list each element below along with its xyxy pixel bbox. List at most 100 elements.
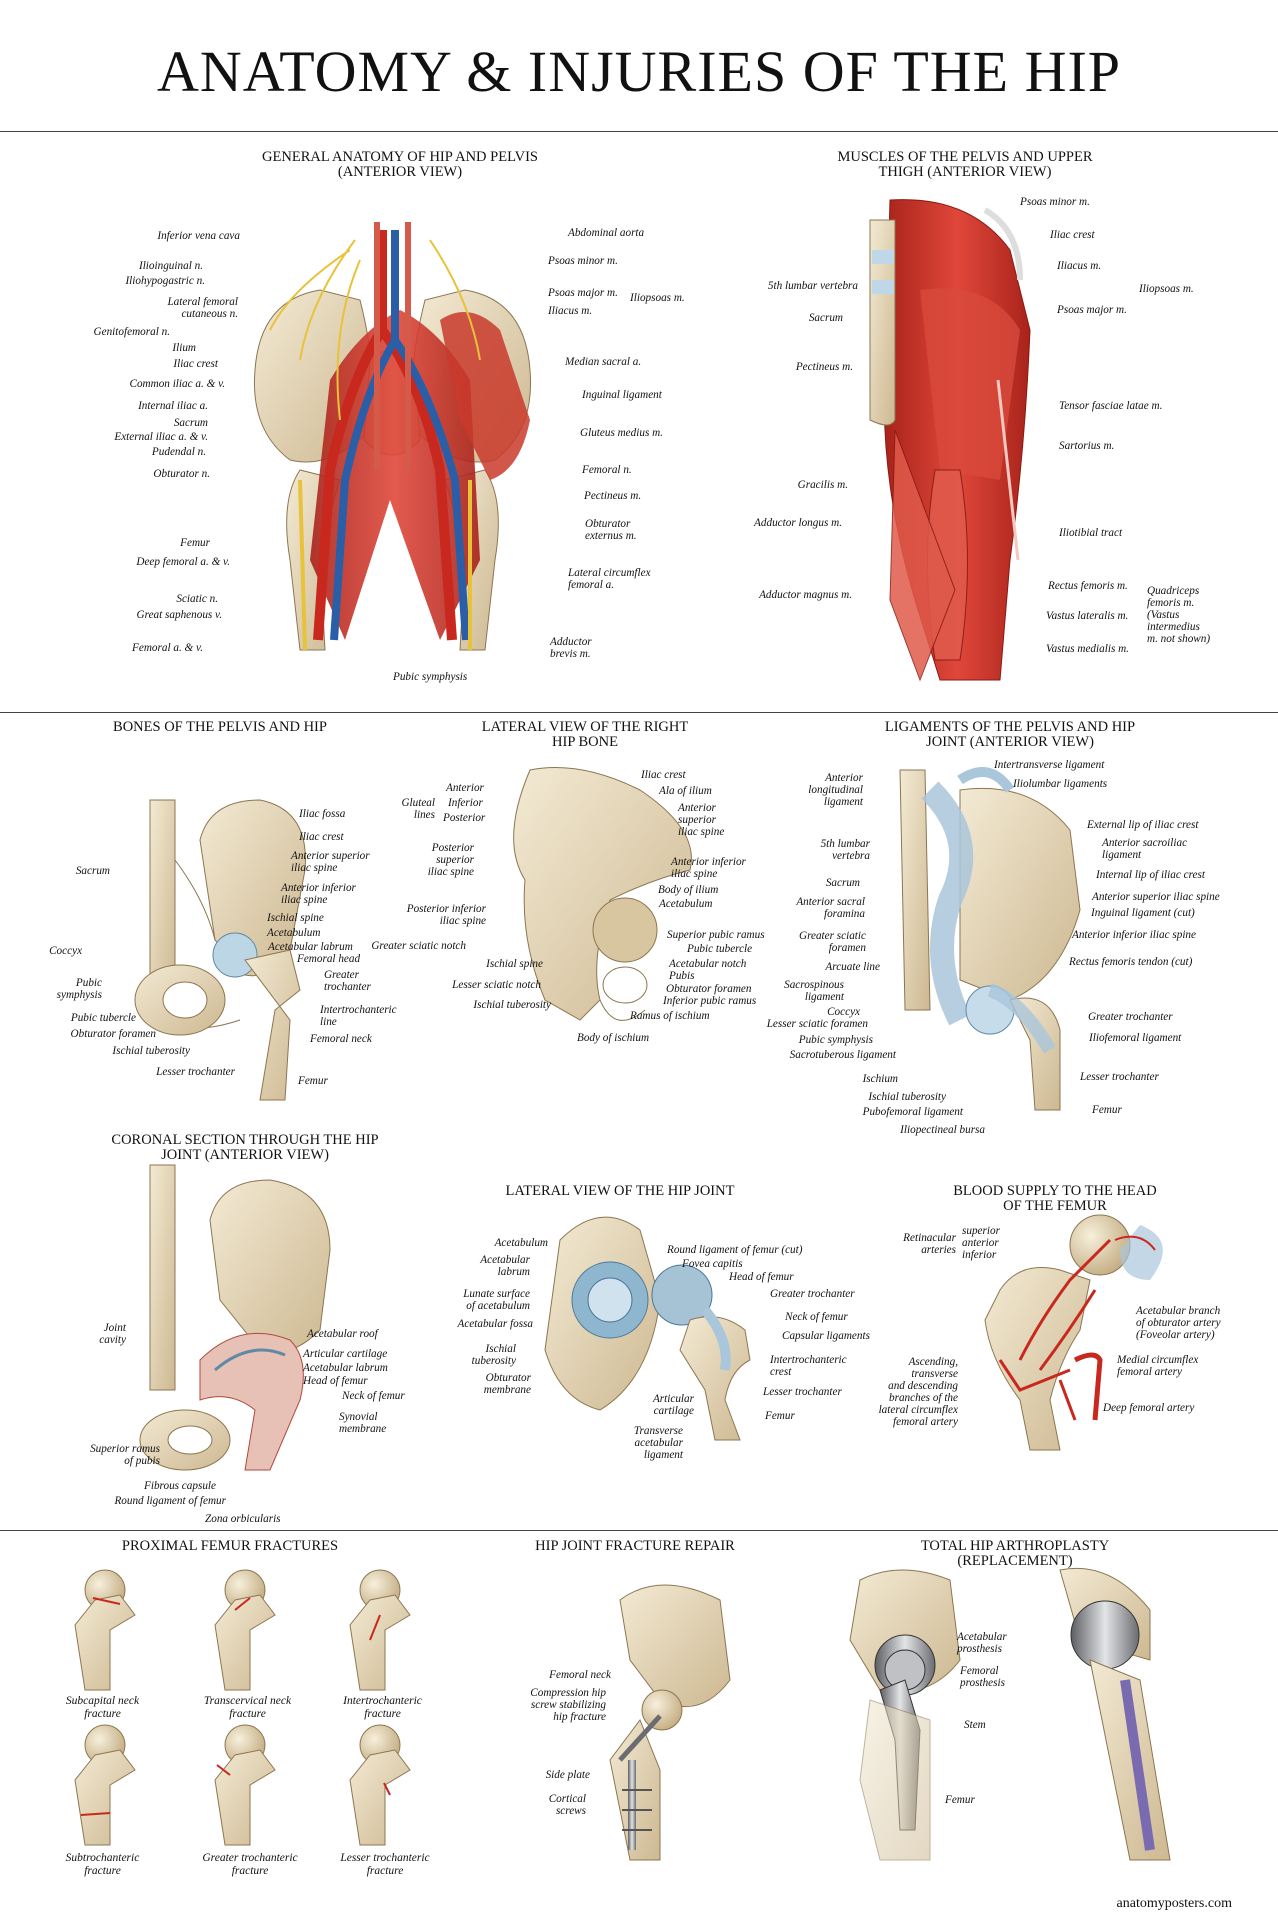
panel-title-repair: HIP JOINT FRACTURE REPAIR bbox=[535, 1538, 735, 1554]
femur-greater-trochanteric bbox=[214, 1724, 276, 1846]
label: Greater trochanter bbox=[1088, 1011, 1173, 1023]
label: Pubic tubercle bbox=[70, 1012, 136, 1024]
label: Acetabular labrum bbox=[303, 1362, 388, 1374]
label: Femoral neck bbox=[549, 1669, 611, 1681]
label: Superior ramus of pubis bbox=[90, 1443, 160, 1467]
footer-url: anatomyposters.com bbox=[1116, 1896, 1232, 1911]
label: Pubic symphysis bbox=[393, 671, 468, 683]
label: Acetabular branch of obturator artery (F… bbox=[1136, 1305, 1221, 1341]
label: Ischial tuberosity bbox=[112, 1045, 190, 1057]
label: Acetabular notch bbox=[669, 958, 747, 970]
label: Lesser trochanter bbox=[156, 1066, 235, 1078]
label: Pectineus m. bbox=[795, 361, 853, 373]
label: Great saphenous v. bbox=[136, 609, 222, 621]
label: Retinacular arteries bbox=[903, 1232, 956, 1256]
ligaments-illustration bbox=[899, 767, 1081, 1111]
fracture-caption: Lesser trochanteric fracture bbox=[340, 1852, 430, 1877]
label: Psoas major m. bbox=[1057, 304, 1127, 316]
label: Greater trochanter bbox=[770, 1288, 855, 1300]
label: Anterior sacroiliac ligament bbox=[1102, 837, 1188, 861]
label: Acetabular labrum bbox=[268, 941, 353, 953]
label: Vastus medialis m. bbox=[1046, 643, 1129, 655]
label: Stem bbox=[964, 1719, 986, 1731]
label: Sacrotuberous ligament bbox=[789, 1049, 896, 1061]
label: Ascending, transverse and descending bra… bbox=[878, 1356, 958, 1428]
coronal-section-illustration bbox=[139, 1164, 331, 1471]
panel-title-lateral-joint: LATERAL VIEW OF THE HIP JOINT bbox=[505, 1183, 735, 1199]
label: Side plate bbox=[545, 1769, 590, 1781]
label: Head of femur bbox=[303, 1375, 368, 1387]
label: Intertrochanteric crest bbox=[770, 1354, 847, 1378]
label: External iliac a. & v. bbox=[114, 431, 208, 443]
label: Lateral femoral cutaneous n. bbox=[167, 296, 238, 320]
label: Pudendal n. bbox=[151, 446, 206, 458]
label: Anterior inferior iliac spine bbox=[1072, 929, 1196, 941]
label: Iliac crest bbox=[1050, 229, 1095, 241]
label: Psoas minor m. bbox=[1020, 196, 1090, 208]
label: Ramus of ischium bbox=[630, 1010, 710, 1022]
label: Genitofemoral n. bbox=[93, 326, 170, 338]
label: Inguinal ligament (cut) bbox=[1091, 907, 1195, 919]
panel-title-fractures: PROXIMAL FEMUR FRACTURES bbox=[121, 1538, 339, 1554]
label: 5th lumbar vertebra bbox=[767, 280, 858, 292]
label: Obturator n. bbox=[153, 468, 210, 480]
femur-lesser-trochanteric bbox=[349, 1724, 411, 1846]
label: Vastus lateralis m. bbox=[1046, 610, 1129, 622]
label: Iliopsoas m. bbox=[1139, 283, 1194, 295]
label: Posterior bbox=[443, 812, 486, 824]
label: Capsular ligaments bbox=[782, 1330, 870, 1342]
label: Articular cartilage bbox=[652, 1393, 694, 1417]
label: Iliac crest bbox=[173, 358, 218, 370]
label: Ischial tuberosity bbox=[473, 999, 551, 1011]
label: Anterior bbox=[446, 782, 484, 794]
label: Acetabular roof bbox=[307, 1328, 378, 1340]
label: Anterior superior iliac spine bbox=[291, 850, 370, 874]
femur-intertrochanteric bbox=[349, 1569, 411, 1691]
fracture-caption: Subcapital neck fracture bbox=[65, 1695, 140, 1720]
label: Anterior longitudinal ligament bbox=[808, 772, 863, 808]
femur-transcervical bbox=[214, 1569, 276, 1691]
label: Inferior pubic ramus bbox=[663, 995, 757, 1007]
label: Pubic symphysis bbox=[56, 977, 102, 1001]
label: Anterior superior iliac spine bbox=[678, 802, 725, 838]
label: Anterior sacral foramina bbox=[796, 896, 865, 920]
label: Fibrous capsule bbox=[144, 1480, 216, 1492]
label: Iliopectineal bursa bbox=[900, 1124, 985, 1136]
label: Femur bbox=[1092, 1104, 1122, 1116]
label: Femur bbox=[765, 1410, 795, 1422]
label: Round ligament of femur (cut) bbox=[667, 1244, 803, 1256]
label: Body of ischium bbox=[577, 1032, 650, 1044]
label: Lesser sciatic foramen bbox=[766, 1018, 868, 1030]
label: Transverse acetabular ligament bbox=[633, 1425, 683, 1461]
label: Obturator foramen bbox=[70, 1028, 156, 1040]
label: Iliotibial tract bbox=[1059, 527, 1123, 539]
label: Obturator externus m. bbox=[585, 518, 637, 542]
label: Iliohypogastric n. bbox=[125, 275, 205, 287]
femur-subtrochanteric bbox=[74, 1724, 136, 1846]
label: Lesser trochanter bbox=[763, 1386, 842, 1398]
label: Ischial spine bbox=[486, 958, 543, 970]
label: Coccyx bbox=[827, 1006, 860, 1018]
femur-subcapital bbox=[74, 1569, 136, 1691]
label: Psoas minor m. bbox=[548, 255, 618, 267]
label: Fovea capitis bbox=[682, 1258, 743, 1270]
fracture-caption: Intertrochanteric fracture bbox=[343, 1695, 422, 1720]
label: Body of ilium bbox=[658, 884, 719, 896]
label: Psoas major m. bbox=[548, 287, 618, 299]
label: Iliac crest bbox=[641, 769, 686, 781]
label: Intertrochanteric line bbox=[320, 1004, 397, 1028]
label: Common iliac a. & v. bbox=[129, 378, 226, 390]
label: Acetabulum bbox=[659, 898, 713, 910]
label: Ischium bbox=[862, 1073, 898, 1085]
label: Ilioinguinal n. bbox=[138, 260, 203, 272]
label: Iliacus m. bbox=[1057, 260, 1102, 272]
panel-title-bones: BONES OF THE PELVIS AND HIP bbox=[113, 719, 327, 735]
fracture-caption: Greater trochanteric fracture bbox=[202, 1852, 298, 1877]
lateral-hip-joint-illustration bbox=[544, 1216, 751, 1441]
label: Femoral head bbox=[297, 953, 361, 965]
label: Sacrum bbox=[173, 417, 208, 429]
label: Median sacral a. bbox=[565, 356, 642, 368]
label: Deep femoral artery bbox=[1103, 1402, 1195, 1414]
label: Femoral neck bbox=[310, 1033, 372, 1045]
label: Gluteus medius m. bbox=[580, 427, 663, 439]
